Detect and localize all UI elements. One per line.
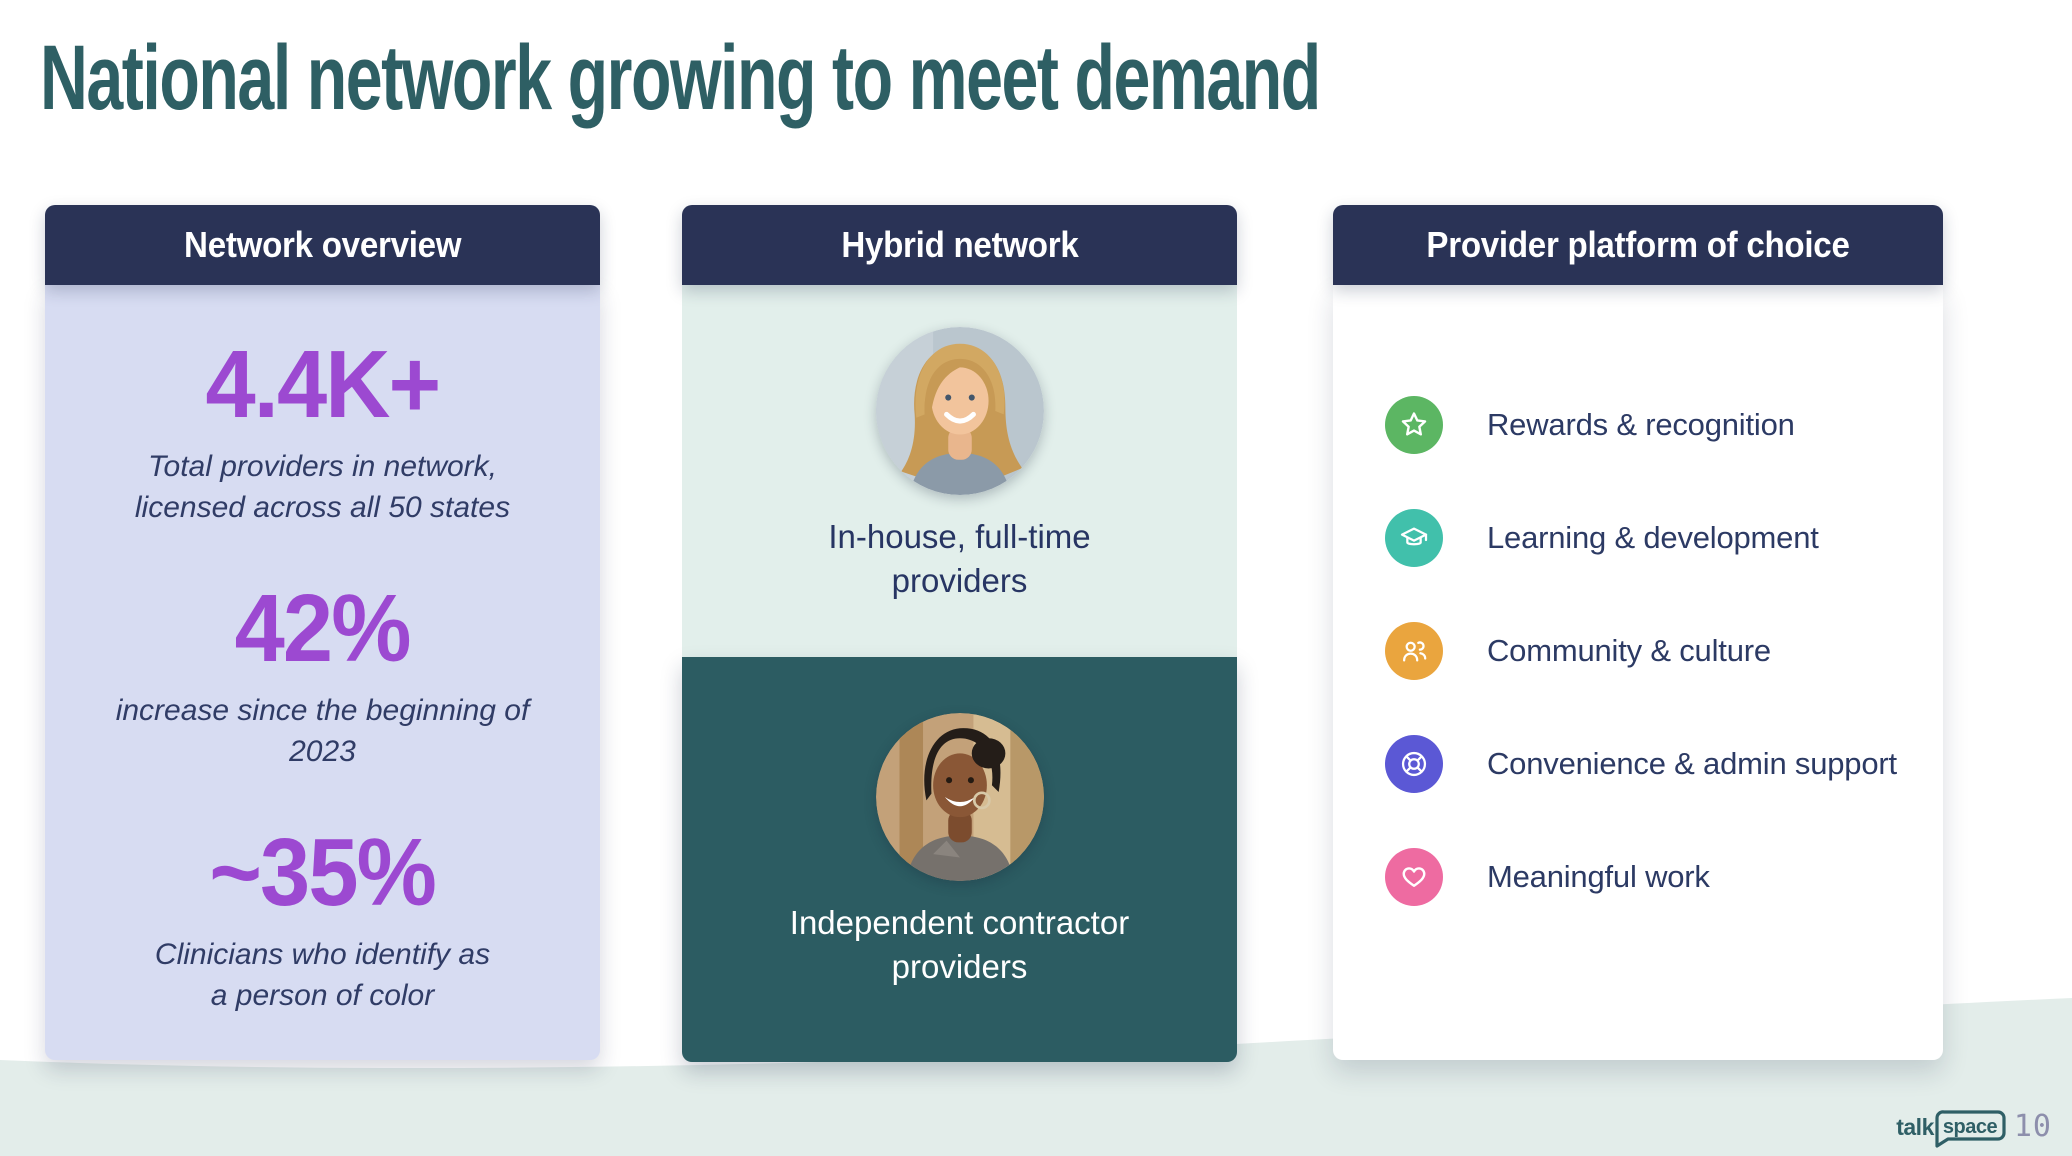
stat-caption-line: increase since the beginning of — [115, 693, 530, 727]
label-line: Independent contractor — [789, 904, 1130, 941]
in-house-providers-section: In-house, full-time providers — [682, 285, 1237, 657]
stat-caption-line: Total providers in network, — [147, 450, 498, 483]
stat-caption: increase since the beginning of 2023 — [116, 690, 530, 773]
stat-value: 4.4K+ — [205, 331, 442, 438]
label-line: providers — [891, 561, 1028, 599]
provider-platform-header: Provider platform of choice — [1333, 205, 1943, 285]
platform-item-label: Community & culture — [1487, 633, 1771, 668]
platform-item-community: Community & culture — [1333, 622, 1943, 680]
talkspace-logo-talk: talk — [1896, 1114, 1934, 1140]
platform-item-rewards: Rewards & recognition — [1333, 396, 1943, 454]
provider-platform-header-label: Provider platform of choice — [1426, 224, 1850, 265]
platform-item-meaningful: Meaningful work — [1333, 848, 1943, 906]
platform-item-label: Rewards & recognition — [1487, 407, 1795, 442]
stat-value: ~35% — [209, 818, 438, 926]
community-icon — [1385, 622, 1443, 680]
label-line: In-house, full-time — [828, 518, 1091, 555]
hybrid-network-header-label: Hybrid network — [840, 224, 1079, 265]
stat-caption: Clinicians who identify as a person of c… — [155, 934, 490, 1017]
platform-item-label: Meaningful work — [1487, 859, 1710, 894]
lifebuoy-icon — [1385, 735, 1443, 793]
contractor-provider-avatar — [875, 713, 1044, 881]
network-overview-header-label: Network overview — [183, 224, 462, 265]
provider-platform-body: Rewards & recognition Learning & develop… — [1333, 285, 1943, 1060]
network-overview-body: 4.4K+ Total providers in network, licens… — [45, 285, 600, 1060]
hybrid-network-header: Hybrid network — [682, 205, 1237, 285]
stat-caption-line: licensed across all 50 states — [134, 491, 511, 525]
stat-clinicians-of-color: ~35% Clinicians who identify as a person… — [155, 818, 490, 1017]
contractor-providers-label: Independent contractor providers — [790, 901, 1129, 988]
contractor-providers-section: Independent contractor providers — [682, 657, 1237, 1062]
slide-footer: talk space 10 — [1896, 1108, 2052, 1148]
stat-caption-line: Clinicians who identify as — [154, 937, 491, 971]
page-title: National network growing to meet demand — [40, 27, 1321, 129]
in-house-provider-avatar — [875, 327, 1044, 495]
star-icon — [1385, 396, 1443, 454]
stat-total-providers: 4.4K+ Total providers in network, licens… — [135, 337, 510, 529]
stat-caption: Total providers in network, licensed acr… — [135, 446, 510, 529]
network-overview-card: Network overview 4.4K+ Total providers i… — [45, 205, 600, 1060]
stat-value: 42% — [235, 574, 412, 682]
platform-item-convenience: Convenience & admin support — [1333, 735, 1943, 793]
label-line: providers — [891, 947, 1028, 985]
heart-icon — [1385, 848, 1443, 906]
network-overview-header: Network overview — [45, 205, 600, 285]
stat-caption-line: 2023 — [289, 735, 356, 769]
hybrid-network-card: Hybrid network — [682, 205, 1237, 1062]
stat-increase: 42% increase since the beginning of 2023 — [116, 574, 530, 773]
platform-item-label: Learning & development — [1487, 520, 1819, 555]
provider-platform-card: Provider platform of choice Rewards & re… — [1333, 205, 1943, 1060]
graduation-cap-icon — [1385, 509, 1443, 567]
stat-caption-line: a person of color — [210, 978, 435, 1012]
platform-item-label: Convenience & admin support — [1487, 746, 1897, 781]
page-number: 10 — [2013, 1108, 2052, 1144]
platform-item-learning: Learning & development — [1333, 509, 1943, 567]
talkspace-logo-space: space — [1943, 1116, 1998, 1138]
talkspace-logo: talk space — [1896, 1108, 2006, 1148]
talkspace-logo-bubble: space — [1932, 1108, 2006, 1148]
in-house-providers-label: In-house, full-time providers — [828, 515, 1090, 602]
